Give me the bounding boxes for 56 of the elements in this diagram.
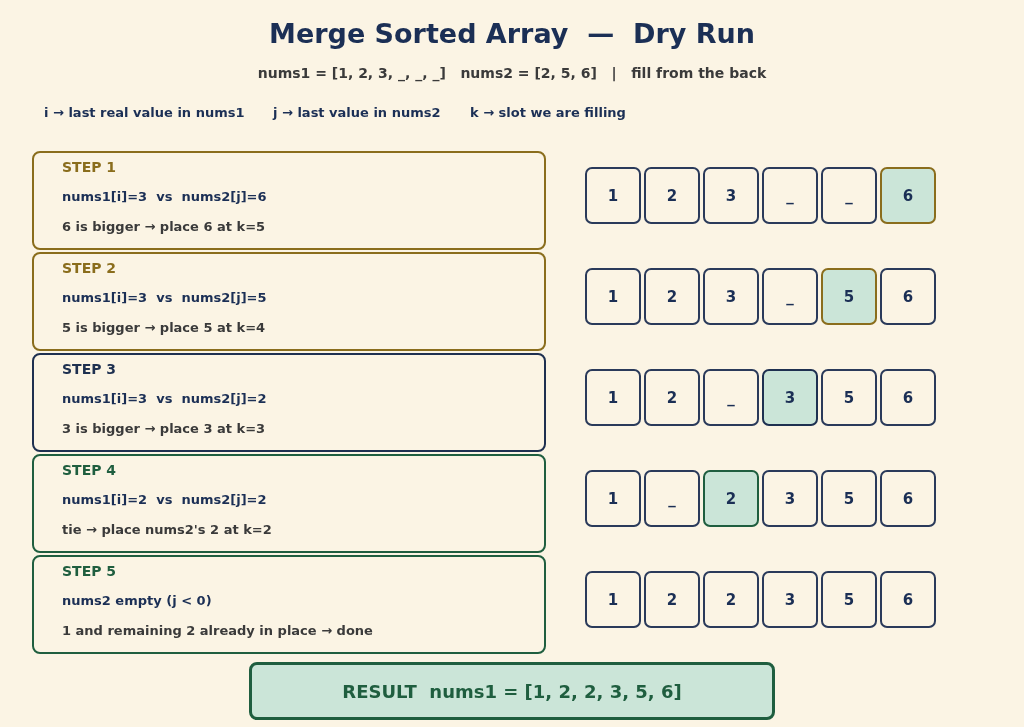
array-cell: 6 xyxy=(880,571,936,628)
pointer-legend-text: i → last real value in nums1 xyxy=(44,105,245,120)
array-cell: 6 xyxy=(880,470,936,527)
array-cell: 2 xyxy=(644,167,700,224)
step-note: 1 and remaining 2 already in place → done xyxy=(62,623,373,638)
array-cell: 3 xyxy=(703,268,759,325)
step-note: 3 is bigger → place 3 at k=3 xyxy=(62,421,266,436)
array-cell: 1 xyxy=(585,369,641,426)
step-note: tie → place nums2's 2 at k=2 xyxy=(62,522,272,537)
array-cell: 3 xyxy=(762,571,818,628)
comparison-text: nums2 empty (j < 0) xyxy=(62,593,212,608)
pointer-legend-text: k → slot we are filling xyxy=(470,105,626,120)
array-cell: 1 xyxy=(585,268,641,325)
step-heading: STEP 4 xyxy=(62,462,117,478)
step-card xyxy=(32,555,546,654)
step-card xyxy=(32,151,546,250)
array-cell: _ xyxy=(821,167,877,224)
array-cell: 3 xyxy=(762,369,818,426)
array-cell: 2 xyxy=(703,470,759,527)
array-cell: _ xyxy=(762,268,818,325)
array-cell: 3 xyxy=(762,470,818,527)
array-cell: 5 xyxy=(821,470,877,527)
array-cell: 6 xyxy=(880,167,936,224)
array-cell: 2 xyxy=(703,571,759,628)
array-cell: 6 xyxy=(880,268,936,325)
comparison-text: nums1[i]=3 vs nums2[j]=5 xyxy=(62,290,267,305)
array-cell: 1 xyxy=(585,571,641,628)
title: Merge Sorted Array — Dry Run xyxy=(268,18,756,49)
array-cell: 2 xyxy=(644,268,700,325)
step-card xyxy=(32,252,546,351)
comparison-text: nums1[i]=3 vs nums2[j]=6 xyxy=(62,189,267,204)
comparison-text: nums1[i]=2 vs nums2[j]=2 xyxy=(62,492,267,507)
step-heading: STEP 5 xyxy=(62,563,117,579)
array-cell: _ xyxy=(762,167,818,224)
array-cell: _ xyxy=(644,470,700,527)
array-cell: 5 xyxy=(821,369,877,426)
array-cell: 6 xyxy=(880,369,936,426)
array-cell: 2 xyxy=(644,571,700,628)
array-cell: _ xyxy=(703,369,759,426)
step-note: 6 is bigger → place 6 at k=5 xyxy=(62,219,266,234)
step-note: 5 is bigger → place 5 at k=4 xyxy=(62,320,266,335)
step-card xyxy=(32,353,546,452)
step-heading: STEP 3 xyxy=(62,361,117,377)
step-heading: STEP 2 xyxy=(62,260,117,276)
step-card xyxy=(32,454,546,553)
array-cell: 5 xyxy=(821,268,877,325)
comparison-text: nums1[i]=3 vs nums2[j]=2 xyxy=(62,391,267,406)
array-cell: 2 xyxy=(644,369,700,426)
array-cell: 1 xyxy=(585,167,641,224)
subtitle: nums1 = [1, 2, 3, _, _, _] nums2 = [2, 5, 6] | fill from the back xyxy=(257,65,767,81)
array-cell: 3 xyxy=(703,167,759,224)
array-cell: 5 xyxy=(821,571,877,628)
array-cell: 1 xyxy=(585,470,641,527)
pointer-legend-text: j → last value in nums2 xyxy=(273,105,441,120)
result-banner: RESULT nums1 = [1, 2, 2, 3, 5, 6] xyxy=(249,662,775,720)
step-heading: STEP 1 xyxy=(62,159,117,175)
